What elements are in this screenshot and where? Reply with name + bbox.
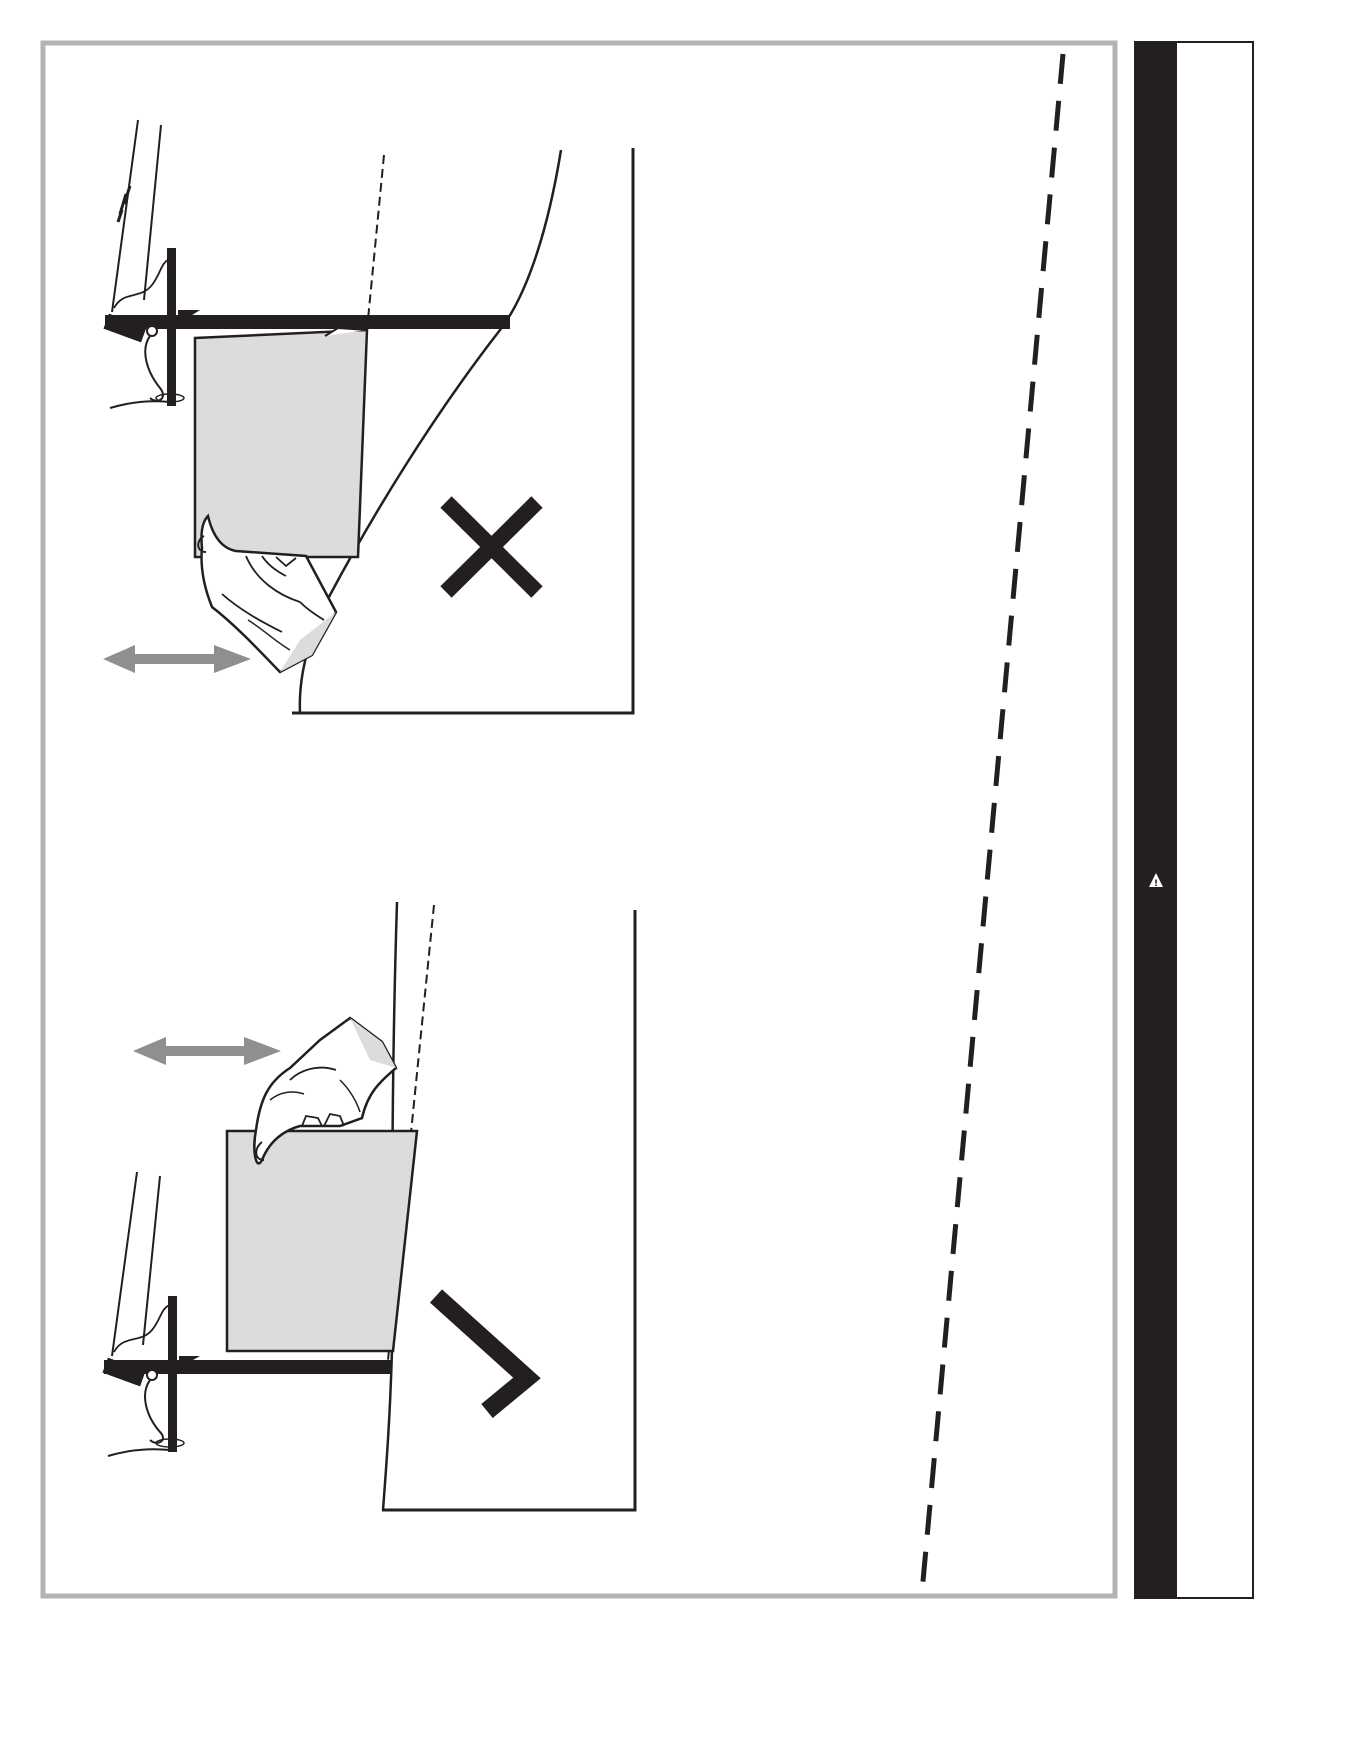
warning-banner: ! bbox=[1135, 42, 1253, 1598]
hanging-wire bbox=[112, 1172, 172, 1356]
dashed-cut-line bbox=[922, 54, 1063, 1592]
warning-glyph: ! bbox=[1154, 879, 1158, 889]
gray-card bbox=[227, 1131, 417, 1351]
horizontal-bar bbox=[105, 315, 510, 329]
hanging-wire bbox=[112, 120, 172, 312]
gray-card bbox=[195, 330, 367, 557]
check-icon bbox=[436, 1296, 527, 1411]
panel-border bbox=[382, 910, 635, 1510]
cross-icon bbox=[446, 502, 537, 592]
motion-arrow-icon bbox=[103, 645, 251, 673]
thin-dashed-guide bbox=[366, 155, 384, 340]
banner-black-strip bbox=[1135, 42, 1177, 1598]
figure-incorrect-method bbox=[103, 120, 633, 713]
motion-arrow-icon bbox=[133, 1037, 281, 1065]
figure-correct-method bbox=[102, 902, 635, 1510]
